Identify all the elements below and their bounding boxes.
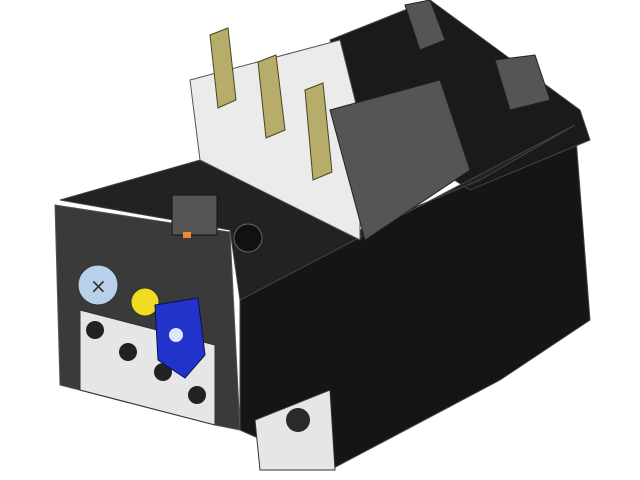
mount-hole	[286, 408, 310, 432]
knob-slot	[169, 328, 183, 342]
terminal-cover	[329, 79, 471, 241]
dial-cross-icon: ×	[90, 274, 107, 298]
brass-tab-3	[304, 82, 333, 181]
terminal-screw-2	[119, 343, 137, 361]
reset-hole	[233, 223, 263, 253]
terminal-screw-3	[154, 363, 172, 381]
brass-tab-1	[209, 27, 237, 109]
orange-indicator	[183, 232, 191, 238]
rear-clip-1	[404, 0, 446, 51]
terminal-screw-1	[86, 321, 104, 339]
adjust-dial-light-blue[interactable]	[77, 264, 119, 306]
brass-tab-2	[257, 54, 286, 139]
test-dial-yellow[interactable]	[130, 287, 160, 317]
terminal-screw-4	[188, 386, 206, 404]
rear-clip-2	[494, 54, 551, 111]
indicator-window	[171, 194, 218, 236]
